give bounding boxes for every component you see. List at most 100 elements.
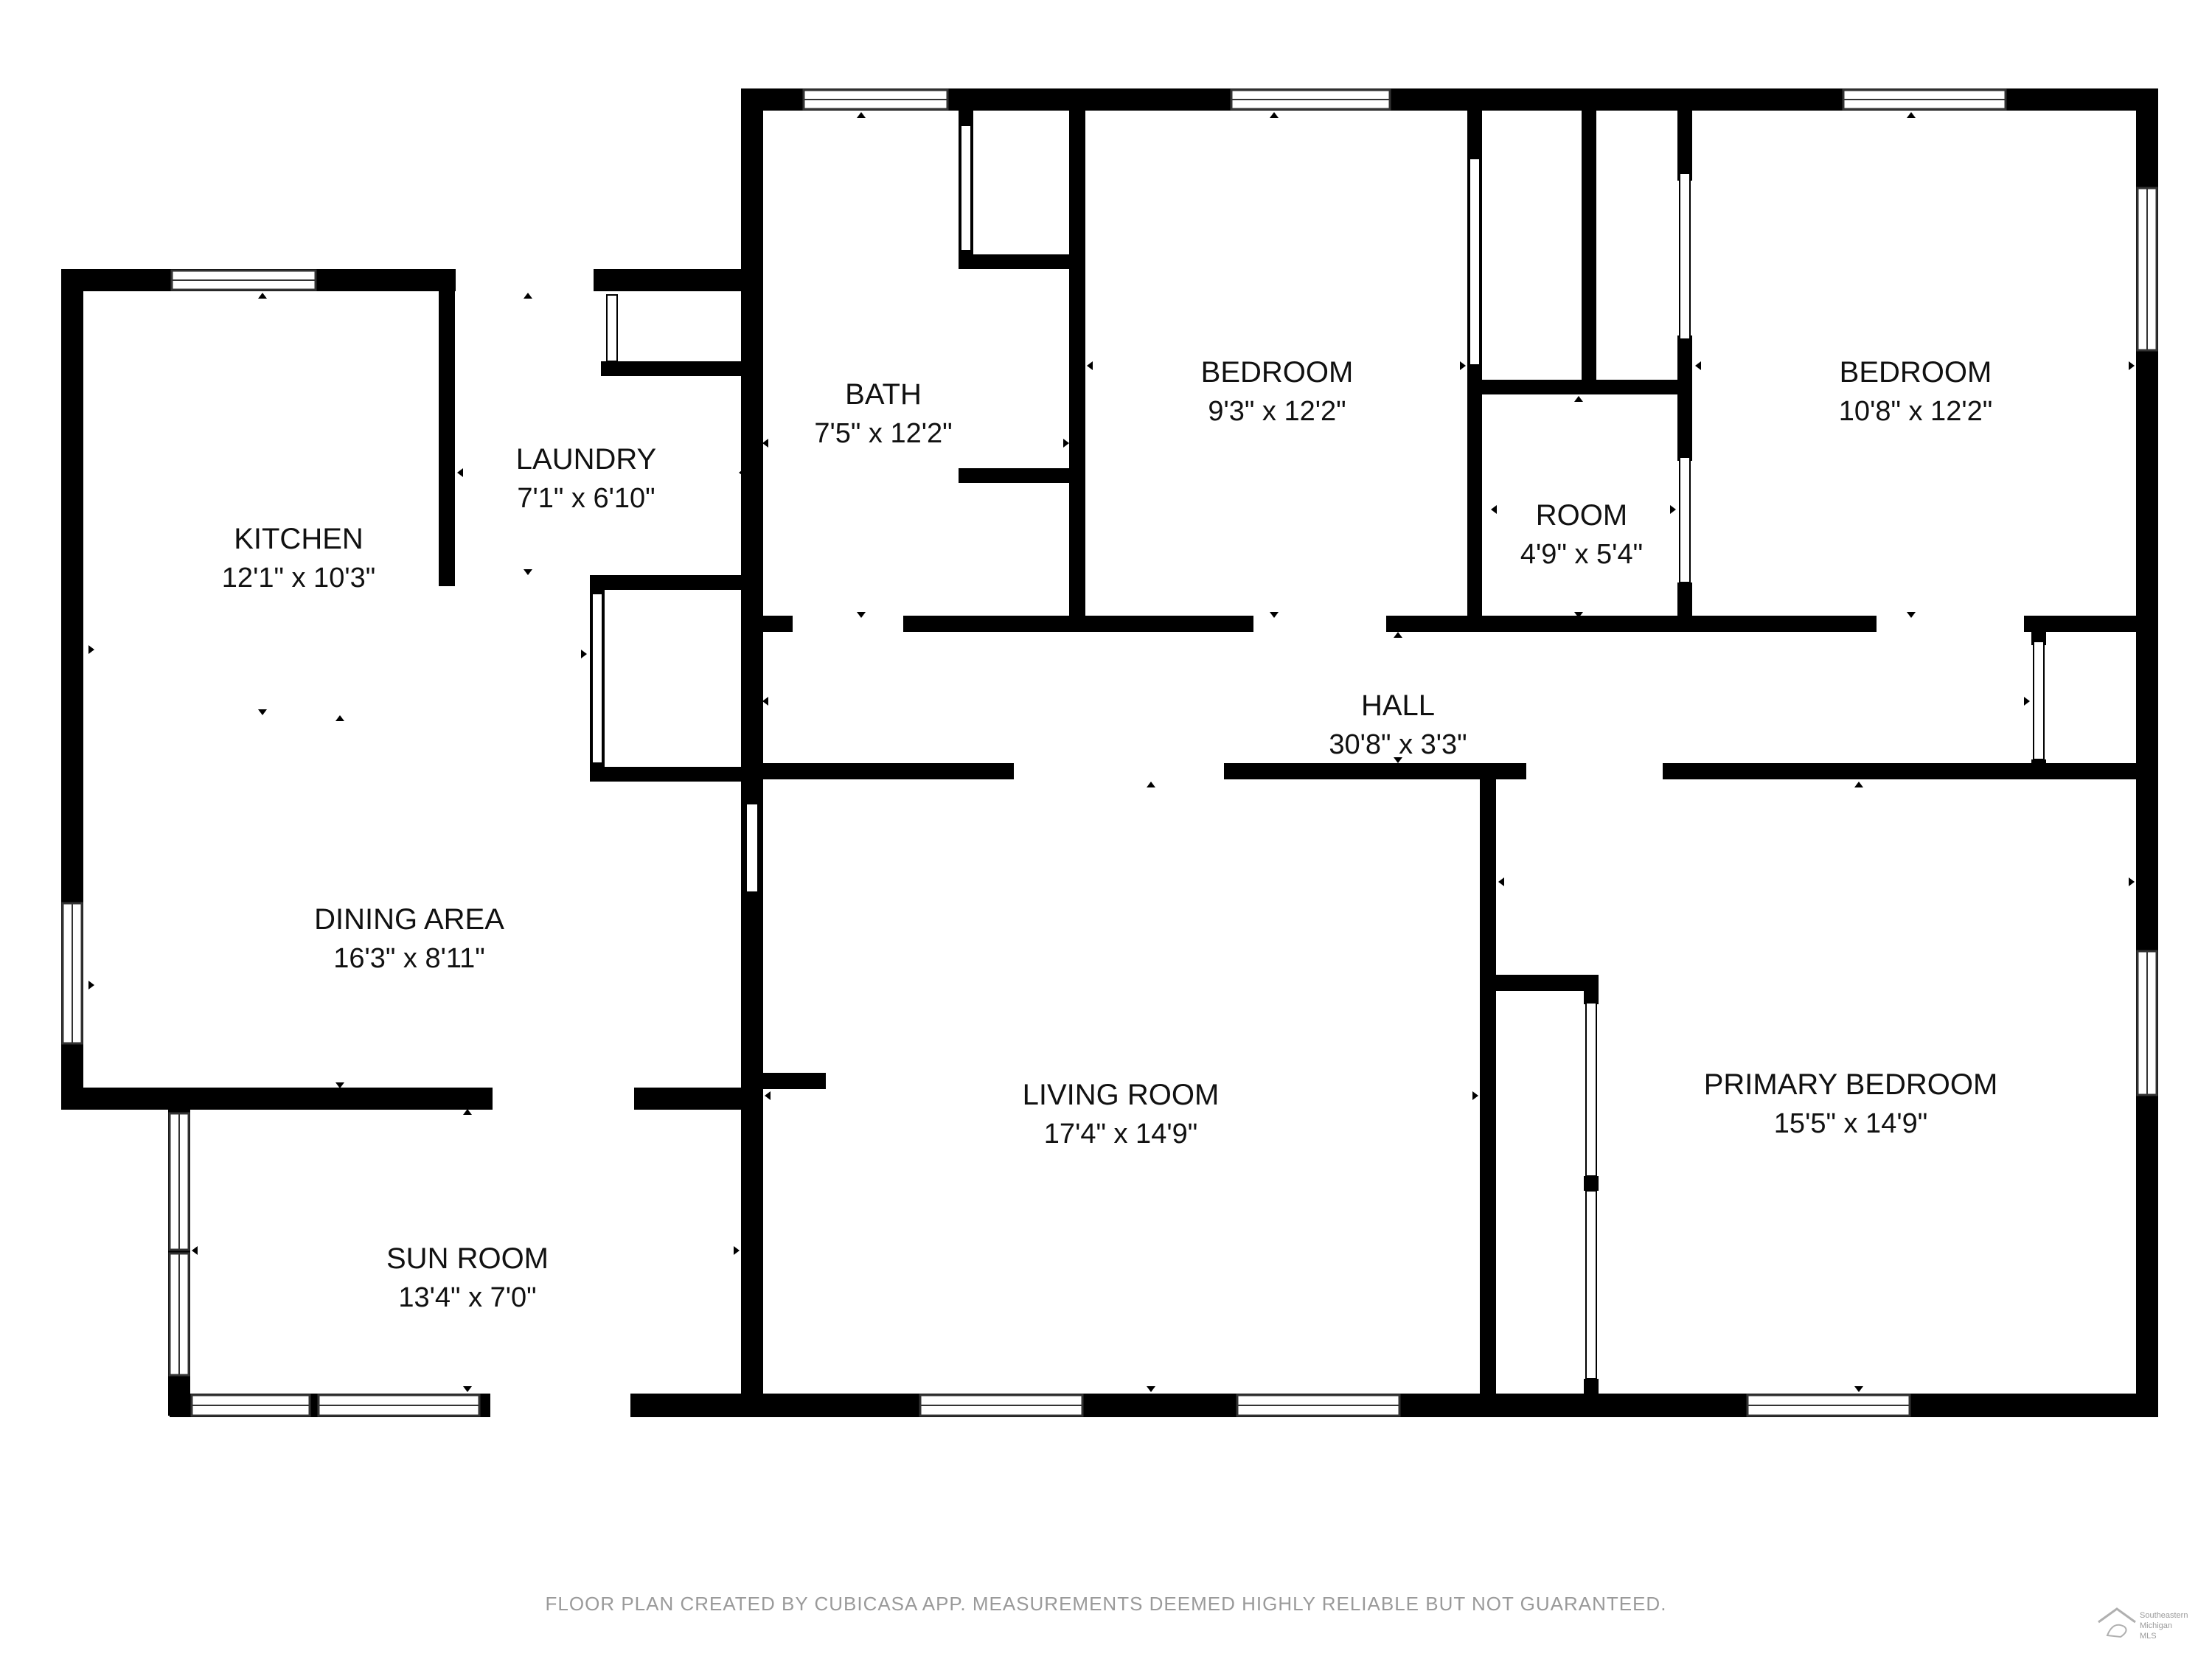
marker [752, 977, 758, 986]
wall [741, 88, 763, 273]
openings [456, 269, 2024, 1417]
room-dims-bedroom-1: 9'3" x 12'2" [1208, 396, 1346, 427]
marker [1472, 1091, 1478, 1100]
room-name-bedroom-2: BEDROOM [1840, 356, 1992, 389]
room-labels: BATH 7'5" x 12'2" BEDROOM 9'3" x 12'2" B… [222, 356, 1998, 1313]
opening [493, 1088, 634, 1110]
wall [959, 254, 1077, 269]
room-name-bedroom-1: BEDROOM [1201, 356, 1354, 389]
room-dims-kitchen: 12'1" x 10'3" [222, 563, 375, 594]
marker [857, 112, 866, 118]
marker [2129, 361, 2135, 370]
logo-line-2: Michigan [2140, 1621, 2172, 1630]
opening [1877, 616, 2024, 632]
wall [594, 269, 756, 291]
wall [1677, 111, 1692, 181]
marker [463, 1109, 472, 1115]
marker [192, 1246, 198, 1255]
room-name-primary-bedroom: PRIMARY BEDROOM [1704, 1068, 1998, 1101]
marker [1147, 782, 1155, 787]
marker [1498, 877, 1504, 886]
marker [762, 697, 768, 706]
wall [590, 767, 748, 782]
marker [258, 293, 267, 299]
wall [2031, 616, 2046, 645]
door-leaf [1585, 1190, 1597, 1380]
marker [1460, 361, 1466, 370]
mls-logo: Southeastern Michigan MLS [2098, 1607, 2188, 1641]
marker [1063, 439, 1069, 448]
room-dims-bedroom-2: 10'8" x 12'2" [1839, 396, 1992, 427]
window-sills [72, 99, 2148, 1406]
room-name-living-room: LIVING ROOM [1023, 1079, 1220, 1111]
marker [88, 981, 94, 990]
room-dims-sun-room: 13'4" x 7'0" [398, 1282, 536, 1313]
wall [61, 1088, 493, 1110]
opening [456, 269, 594, 291]
room-dims-living-room: 17'4" x 14'9" [1044, 1119, 1197, 1150]
opening [490, 1394, 630, 1417]
marker [1087, 361, 1093, 370]
room-dims-dining-area: 16'3" x 8'11" [333, 943, 485, 974]
room-name-hall: HALL [1361, 689, 1435, 722]
door-leaf [960, 125, 972, 251]
wall [1677, 582, 1692, 623]
logo-line-1: Southeastern [2140, 1611, 2188, 1620]
door-leaf [1679, 173, 1691, 340]
wall [1480, 774, 1496, 1416]
marker [739, 468, 745, 477]
room-dims-bath: 7'5" x 12'2" [814, 418, 952, 449]
room-name-laundry: LAUNDRY [516, 443, 656, 476]
wall [1582, 111, 1596, 383]
marker [765, 1091, 771, 1100]
marker [1670, 505, 1676, 514]
walls [61, 88, 2158, 1417]
door-leaf [1679, 456, 1691, 583]
logo-mitten-icon [2106, 1624, 2127, 1638]
marker [335, 715, 344, 721]
marker [1907, 112, 1916, 118]
door-leaf [591, 593, 603, 764]
door-leaf [1585, 1002, 1597, 1177]
marker [258, 709, 267, 715]
door-leaf [606, 294, 618, 362]
wall [756, 616, 2157, 632]
wall [1467, 380, 1681, 394]
wall [634, 1088, 756, 1110]
wall [1584, 1379, 1599, 1408]
marker [734, 1246, 740, 1255]
opening [1014, 763, 1224, 779]
marker [457, 468, 463, 477]
wall [1584, 975, 1599, 1004]
marker [1574, 396, 1583, 402]
opening [1253, 616, 1386, 632]
disclaimer-text: FLOOR PLAN CREATED BY CUBICASA APP. MEAS… [545, 1593, 1667, 1615]
wall [959, 468, 1077, 483]
room-dims-laundry: 7'1" x 6'10" [517, 483, 655, 514]
logo-line-3: MLS [2140, 1632, 2157, 1641]
marker [1491, 505, 1497, 514]
marker [2129, 877, 2135, 886]
marker [2024, 697, 2030, 706]
room-dims-room: 4'9" x 5'4" [1520, 539, 1643, 570]
marker [463, 1386, 472, 1392]
marker [1854, 782, 1863, 787]
marker [1394, 632, 1402, 638]
marker [335, 1082, 344, 1088]
marker [1695, 361, 1701, 370]
wall [741, 265, 763, 1091]
wall [1069, 111, 1085, 623]
room-name-sun-room: SUN ROOM [386, 1242, 549, 1275]
marker [524, 293, 532, 299]
room-name-dining-area: DINING AREA [314, 903, 504, 936]
room-name-room: ROOM [1536, 499, 1627, 532]
marker [1907, 612, 1916, 618]
marker [1270, 112, 1279, 118]
door-leaf [745, 803, 759, 893]
door-leaves [591, 125, 2045, 1380]
wall [1677, 335, 1692, 461]
marker [1147, 1386, 1155, 1392]
wall [2031, 759, 2046, 779]
marker [1854, 1386, 1863, 1392]
